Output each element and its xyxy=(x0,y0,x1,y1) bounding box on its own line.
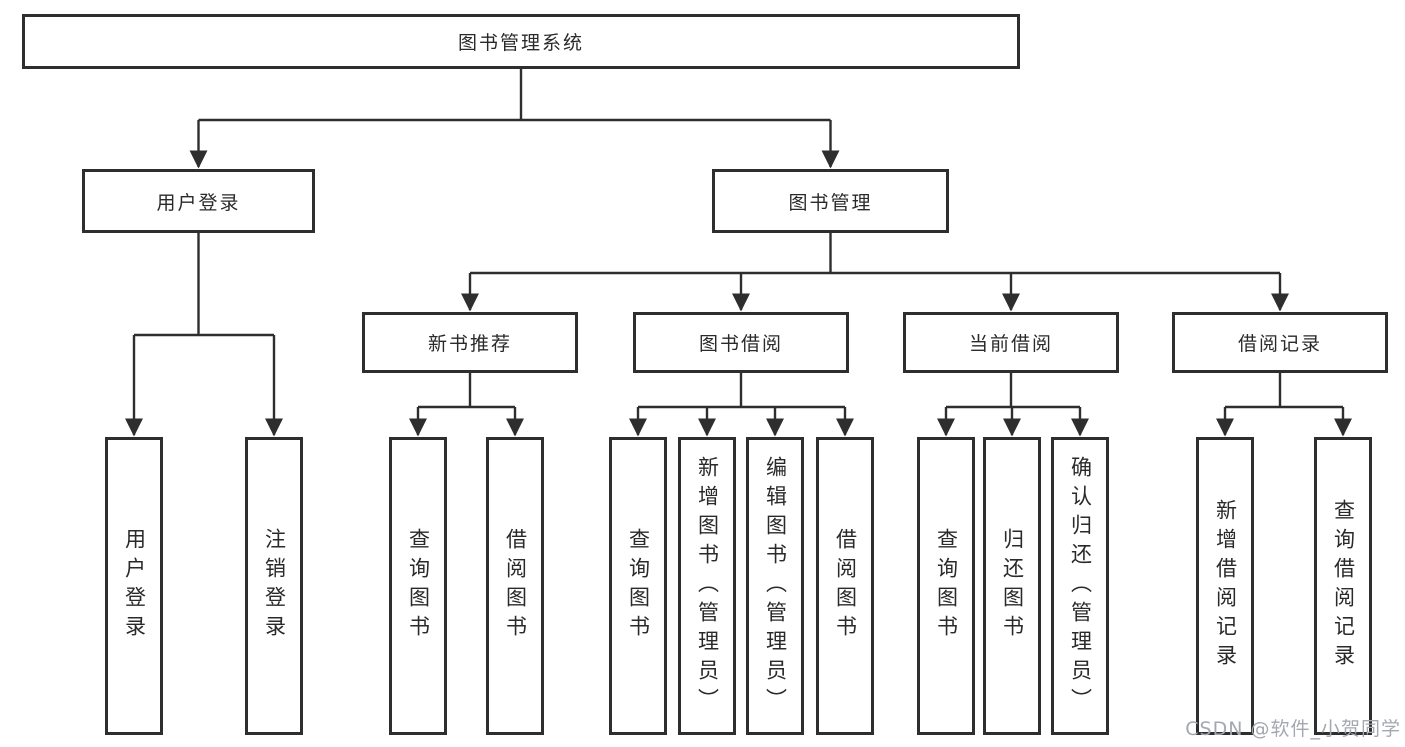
leaf-label: 借阅图书 xyxy=(503,528,528,644)
node-user-login-branch: 用户登录 xyxy=(82,169,315,233)
leaf-label: 用户登录 xyxy=(122,528,147,644)
leaf-borrow-books: 借阅图书 xyxy=(486,437,544,735)
leaf-query-books: 查询图书 xyxy=(389,437,447,735)
node-label: 图书管理系统 xyxy=(457,32,584,54)
node-book-borrowing: 图书借阅 xyxy=(633,312,849,373)
leaf-label: 归还图书 xyxy=(1000,528,1025,644)
leaf-label: 新增图书（管理员） xyxy=(695,455,720,717)
leaf-add-books-admin: 新增图书（管理员） xyxy=(678,437,736,735)
leaf-label: 编辑图书（管理员） xyxy=(763,455,788,717)
csdn-watermark: CSDN @软件_小贺同学 xyxy=(1185,718,1401,740)
leaf-label: 新增借阅记录 xyxy=(1213,499,1238,673)
node-label: 借阅记录 xyxy=(1237,333,1322,355)
node-book-management-branch: 图书管理 xyxy=(712,169,949,233)
leaf-query-borrow-record: 查询借阅记录 xyxy=(1314,437,1372,735)
leaf-return-books: 归还图书 xyxy=(983,437,1041,735)
node-current-borrowing: 当前借阅 xyxy=(903,312,1119,373)
leaf-user-login: 用户登录 xyxy=(105,437,163,735)
node-label: 图书借阅 xyxy=(698,333,783,355)
node-root-system: 图书管理系统 xyxy=(22,14,1020,69)
leaf-label: 查询借阅记录 xyxy=(1331,499,1356,673)
node-borrow-records: 借阅记录 xyxy=(1172,312,1388,373)
leaf-logout: 注销登录 xyxy=(245,437,303,735)
node-label: 新书推荐 xyxy=(427,333,512,355)
leaf-label: 注销登录 xyxy=(262,528,287,644)
leaf-borrow-books: 借阅图书 xyxy=(816,437,874,735)
leaf-label: 查询图书 xyxy=(406,528,431,644)
node-new-book-recommend: 新书推荐 xyxy=(362,312,578,373)
leaf-label: 查询图书 xyxy=(934,528,959,644)
leaf-query-books: 查询图书 xyxy=(609,437,667,735)
leaf-query-books: 查询图书 xyxy=(917,437,975,735)
node-label: 图书管理 xyxy=(788,191,873,214)
leaf-label: 确认归还（管理员） xyxy=(1068,455,1093,717)
leaf-label: 查询图书 xyxy=(626,528,651,644)
leaf-add-borrow-record: 新增借阅记录 xyxy=(1196,437,1254,735)
leaf-confirm-return-admin: 确认归还（管理员） xyxy=(1051,437,1109,735)
node-label: 用户登录 xyxy=(156,191,241,214)
leaf-edit-books-admin: 编辑图书（管理员） xyxy=(746,437,804,735)
leaf-label: 借阅图书 xyxy=(833,528,858,644)
node-label: 当前借阅 xyxy=(968,333,1053,355)
